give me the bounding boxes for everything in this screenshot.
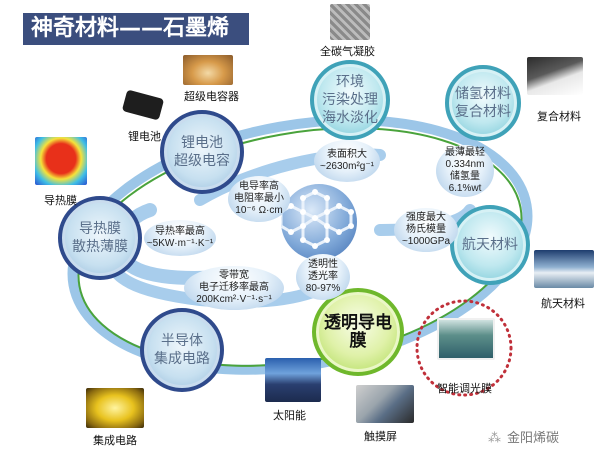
- label-integrated-circuit: 集成电路: [93, 434, 137, 447]
- label-aerogel: 全碳气凝胶: [320, 45, 375, 58]
- node-battery: 锂电池 超级电容: [160, 110, 244, 194]
- page-title: 神奇材料——石墨烯: [23, 13, 249, 45]
- thermal-film-heatmap-photo: [35, 137, 87, 185]
- graphene-hexagon-lattice-icon: [281, 184, 357, 260]
- airplane-photo: [534, 250, 594, 288]
- touchscreen-photo: [356, 385, 414, 423]
- label-smart-film: 智能调光膜: [437, 382, 492, 395]
- solar-panel-photo: [265, 358, 321, 402]
- label-solar: 太阳能: [273, 409, 306, 422]
- label-aerospace: 航天材料: [541, 297, 585, 310]
- integrated-circuit-photo: [86, 388, 144, 428]
- property-conductivity: 电导率高 电阻率最小 10⁻⁶ Ω·cm: [228, 176, 290, 222]
- composite-material-photo: [527, 57, 583, 95]
- node-semiconductor: 半导体 集成电路: [140, 308, 224, 392]
- label-supercapacitor: 超级电容器: [184, 90, 239, 103]
- node-transparent-film: 透明导电膜: [312, 288, 404, 376]
- smart-window-photo: [437, 318, 495, 360]
- label-lithium-battery: 锂电池: [128, 130, 161, 143]
- property-thinnest: 最薄最轻 0.334nm 储氢量 6.1%wt: [436, 145, 494, 197]
- node-thermal: 导热膜 散热薄膜: [58, 196, 142, 280]
- property-transparency: 透明性 透光率 80-97%: [296, 254, 350, 300]
- property-strength: 强度最大 杨氏模量 ~1000GPa: [394, 208, 458, 252]
- property-surface-area: 表面积大 ~2630m²g⁻¹: [314, 140, 380, 182]
- property-thermal-conductivity: 导热率最高 ~5KW·m⁻¹·K⁻¹: [144, 220, 216, 256]
- aerogel-photo: [330, 4, 370, 40]
- label-touchscreen: 触摸屏: [364, 430, 397, 443]
- node-environment: 环境 污染处理 海水淡化: [310, 60, 390, 140]
- property-bandgap: 零带宽 电子迁移率最高 200Kcm²·V⁻¹·s⁻¹: [184, 266, 284, 310]
- label-composite: 复合材料: [537, 110, 581, 123]
- wechat-icon: ⁂: [488, 431, 501, 446]
- highlight-dotted-circle: [415, 299, 513, 397]
- node-aerospace: 航天材料: [450, 205, 530, 285]
- watermark: ⁂金阳烯碳: [488, 431, 560, 446]
- node-hydrogen: 储氢材料 复合材料: [445, 65, 521, 141]
- label-thermal-film: 导热膜: [44, 194, 77, 207]
- supercapacitor-photo: [183, 55, 233, 85]
